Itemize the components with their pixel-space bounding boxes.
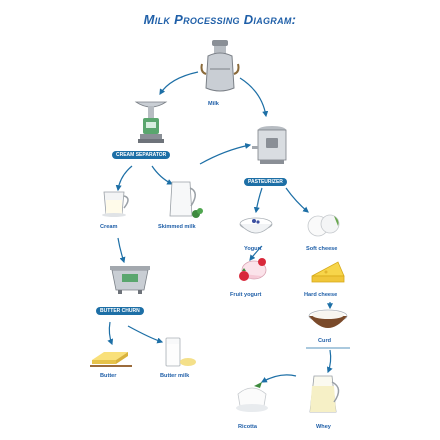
arrow-pasteurizer-to-soft-cheese bbox=[285, 187, 309, 213]
arrow-cream-to-churn bbox=[117, 237, 126, 264]
ricotta-label: Ricotta bbox=[238, 424, 257, 430]
whey-jug-icon bbox=[309, 375, 340, 413]
arrow-curd-to-whey bbox=[326, 349, 333, 374]
soft-cheese-icon bbox=[307, 214, 340, 237]
arrow-pasteurizer-to-yogurt bbox=[253, 187, 263, 214]
soft-cheese-label: Soft cheese bbox=[306, 246, 338, 252]
yogurt-label: Yogurt bbox=[244, 246, 262, 252]
cream-label: Cream bbox=[100, 224, 118, 230]
pasteurizer-icon bbox=[252, 126, 287, 164]
hard-cheese-label: Hard cheese bbox=[304, 292, 338, 298]
ricotta-icon bbox=[236, 382, 268, 412]
arrow-milk-to-pasteurizer bbox=[239, 77, 269, 118]
fruit-yogurt-label: Fruit yogurt bbox=[230, 292, 262, 298]
whey-label: Whey bbox=[316, 424, 331, 430]
fruit-yogurt-icon bbox=[239, 258, 267, 281]
cream-jug-icon bbox=[102, 191, 129, 217]
butter-label: Butter bbox=[100, 373, 117, 379]
cream-separator-icon bbox=[134, 101, 168, 143]
pasteurizer-badge: PASTEURIZER bbox=[244, 178, 287, 186]
hard-cheese-icon bbox=[311, 261, 345, 283]
skimmed-milk-label: Skimmed milk bbox=[158, 224, 196, 230]
milk-label: Milk bbox=[208, 101, 219, 107]
arrow-churn-to-butter bbox=[107, 321, 114, 346]
arrow-churn-to-buttermilk bbox=[127, 325, 164, 344]
butter-icon bbox=[90, 352, 132, 367]
curd-label: Curd bbox=[318, 338, 332, 344]
arrow-whey-to-ricotta bbox=[260, 374, 297, 383]
cream-separator-badge: CREAM SEPARATOR bbox=[112, 151, 171, 159]
skimmed-milk-jug-icon bbox=[169, 181, 203, 218]
arrow-yogurt-to-fruit bbox=[249, 245, 263, 261]
butter-milk-label: Butter milk bbox=[160, 373, 190, 379]
curd-bowl-icon bbox=[308, 309, 348, 328]
diagram-title: Milk Processing Diagram: bbox=[143, 12, 297, 27]
arrow-separator-to-pasteurizer bbox=[199, 143, 252, 165]
arrow-milk-to-separator bbox=[159, 71, 199, 96]
yogurt-bowl-icon bbox=[239, 217, 273, 234]
butter-churn-badge: BUTTER CHURN bbox=[96, 307, 144, 315]
arrow-separator-to-cream bbox=[115, 165, 133, 192]
arrow-separator-to-skimmed bbox=[151, 165, 174, 185]
milk-can-icon bbox=[200, 40, 240, 92]
butter-milk-glass-icon bbox=[165, 337, 196, 367]
butter-churn-icon bbox=[110, 266, 150, 294]
